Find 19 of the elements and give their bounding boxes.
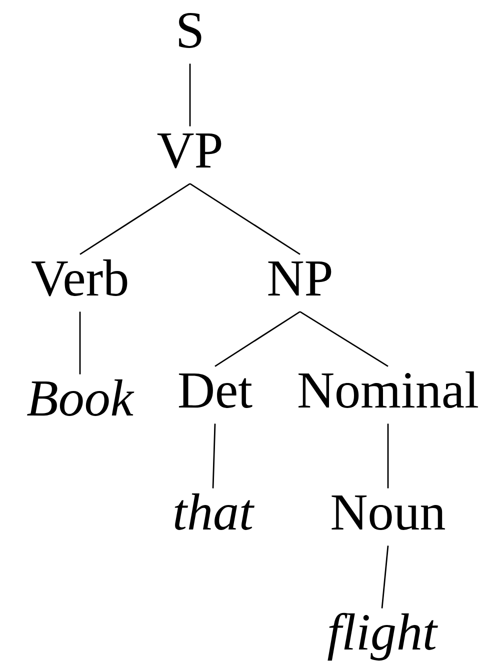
category-label: S [179, 13, 202, 48]
word: Book [27, 379, 134, 416]
tree-branch [300, 311, 388, 367]
tree-branch [80, 183, 190, 255]
category-label: Noun [332, 495, 445, 530]
tree-branch [214, 311, 300, 367]
word: flight [328, 612, 438, 661]
tree-branch [79, 312, 81, 374]
category-label: Verb [32, 259, 128, 296]
category-label: Det [178, 373, 252, 408]
tree-branch [381, 546, 389, 608]
category-label: Nominal [298, 371, 478, 408]
tree-branch [190, 183, 300, 255]
tree-branch [387, 424, 389, 488]
tree-branch [189, 64, 191, 126]
tree-branch [212, 424, 216, 488]
category-label: NP [268, 261, 332, 296]
category-label: VP [157, 133, 222, 168]
word: that [174, 493, 254, 530]
